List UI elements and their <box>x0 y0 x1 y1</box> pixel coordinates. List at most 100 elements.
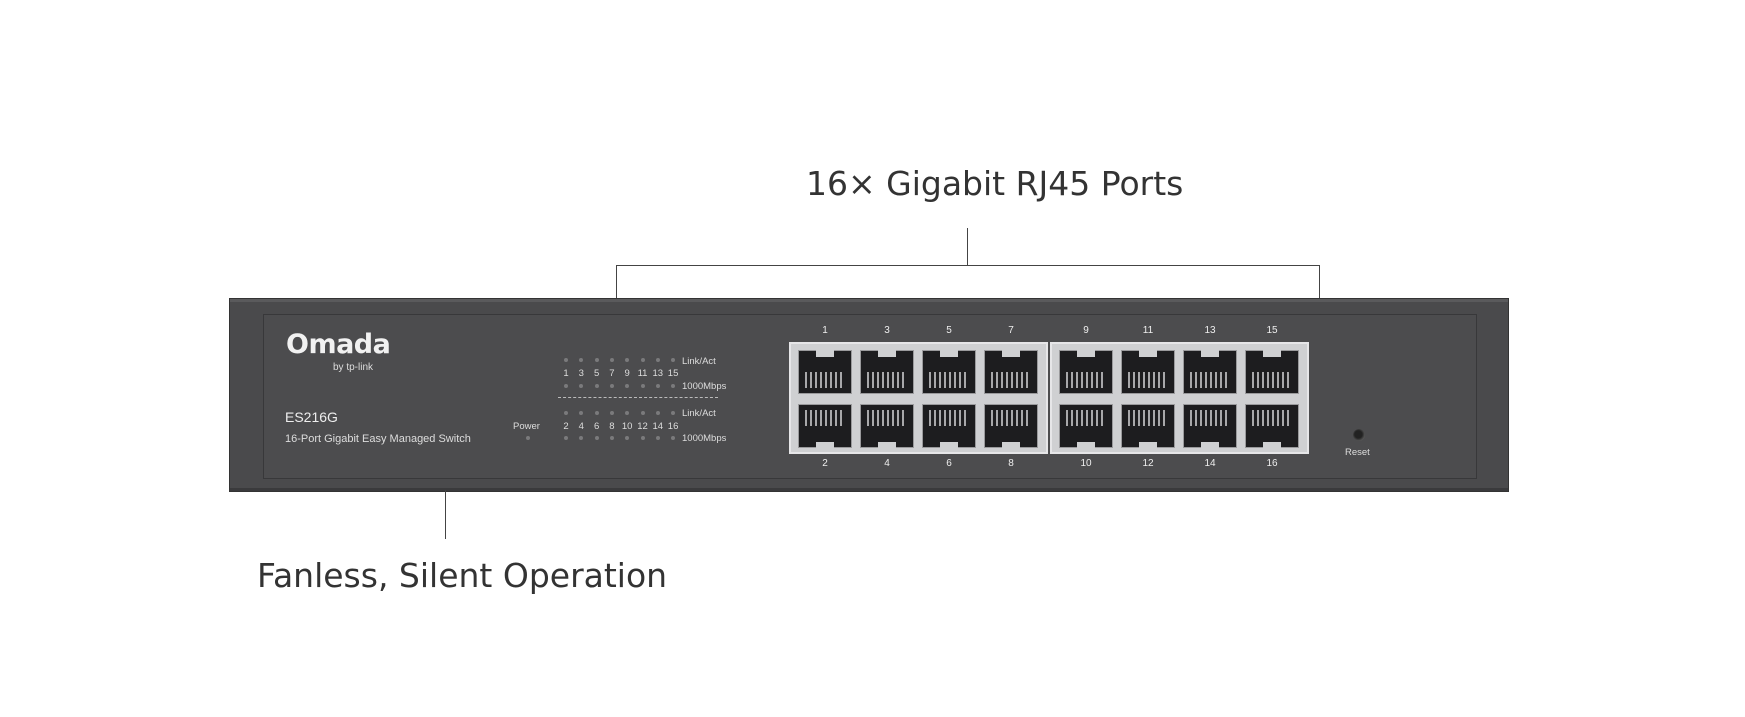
led-top-speed <box>579 384 584 388</box>
port-number-bottom: 2 <box>822 458 828 469</box>
led-number-bottom: 10 <box>621 421 633 432</box>
link-act-label-bottom: Link/Act <box>682 408 716 419</box>
power-led <box>526 436 530 440</box>
led-bottom-speed <box>594 436 599 440</box>
rj45-port-9[interactable] <box>1059 350 1113 394</box>
led-top-linkact <box>579 358 584 362</box>
port-number-bottom: 14 <box>1204 458 1216 469</box>
reset-button[interactable] <box>1353 429 1365 441</box>
led-number-top: 7 <box>609 368 615 379</box>
switch-chassis: Omada by tp-link ES216G 16-Port Gigabit … <box>229 298 1509 492</box>
led-bottom-linkact <box>625 411 630 415</box>
led-bottom-speed <box>655 436 660 440</box>
led-top-speed <box>655 384 660 388</box>
led-top-speed <box>594 384 599 388</box>
ports-callout-stem <box>967 228 968 265</box>
ports-bracket-left <box>616 265 617 313</box>
led-bottom-linkact <box>579 411 584 415</box>
led-bottom-linkact <box>594 411 599 415</box>
rj45-port-6[interactable] <box>922 404 976 448</box>
model-description: 16-Port Gigabit Easy Managed Switch <box>285 433 471 445</box>
led-number-bottom: 12 <box>637 421 648 432</box>
led-number-top: 13 <box>652 368 664 379</box>
port-number-bottom: 16 <box>1266 458 1278 469</box>
led-bottom-speed <box>564 436 568 440</box>
rj45-port-15[interactable] <box>1245 350 1299 394</box>
led-bottom-speed <box>579 436 584 440</box>
rj45-port-7[interactable] <box>984 350 1038 394</box>
logo-text: Omada <box>286 329 391 360</box>
led-bottom-linkact <box>609 411 614 415</box>
ports-callout: 16× Gigabit RJ45 Ports <box>806 164 1184 203</box>
led-top-linkact <box>671 358 676 362</box>
led-top-linkact <box>625 358 630 362</box>
led-top-speed <box>640 384 645 388</box>
led-top-speed <box>625 384 630 388</box>
fanless-callout: Fanless, Silent Operation <box>257 556 668 595</box>
rj45-port-16[interactable] <box>1245 404 1299 448</box>
led-bottom-linkact <box>564 411 568 415</box>
rj45-port-2[interactable] <box>798 404 852 448</box>
rj45-port-11[interactable] <box>1121 350 1175 394</box>
led-number-bottom: 8 <box>609 421 615 432</box>
rj45-port-1[interactable] <box>798 350 852 394</box>
led-top-linkact <box>594 358 599 362</box>
led-number-top: 11 <box>637 368 648 379</box>
port-number-top: 11 <box>1142 325 1154 336</box>
rj45-port-3[interactable] <box>860 350 914 394</box>
led-bottom-speed <box>609 436 614 440</box>
led-top-speed <box>564 384 568 388</box>
speed-label-top: 1000Mbps <box>682 381 727 392</box>
port-number-top: 1 <box>822 325 828 336</box>
front-panel: Omada by tp-link ES216G 16-Port Gigabit … <box>263 314 1477 479</box>
logo-subtext: by tp-link <box>333 362 374 373</box>
port-number-bottom: 12 <box>1142 458 1154 469</box>
port-number-top: 5 <box>946 325 952 336</box>
port-number-top: 9 <box>1083 325 1089 336</box>
port-number-bottom: 4 <box>884 458 890 469</box>
led-number-top: 15 <box>667 368 679 379</box>
port-number-top: 15 <box>1266 325 1278 336</box>
ports-bracket-right <box>1319 265 1320 313</box>
led-top-linkact <box>564 358 568 362</box>
led-bottom-speed <box>640 436 645 440</box>
rj45-port-10[interactable] <box>1059 404 1113 448</box>
model-name: ES216G <box>285 409 338 425</box>
rj45-port-13[interactable] <box>1183 350 1237 394</box>
led-number-top: 1 <box>563 368 569 379</box>
led-top-linkact <box>609 358 614 362</box>
led-bottom-speed <box>671 436 676 440</box>
led-top-linkact <box>655 358 660 362</box>
port-number-bottom: 8 <box>1008 458 1014 469</box>
led-number-top: 9 <box>624 368 630 379</box>
port-number-top: 7 <box>1008 325 1014 336</box>
port-number-top: 13 <box>1204 325 1216 336</box>
rj45-port-8[interactable] <box>984 404 1038 448</box>
omada-logo: Omada by tp-link <box>286 329 391 373</box>
led-number-bottom: 6 <box>593 421 600 432</box>
led-number-top: 5 <box>593 368 600 379</box>
fanless-callout-stem <box>445 490 446 539</box>
led-number-top: 3 <box>578 368 584 379</box>
led-number-bottom: 4 <box>578 421 584 432</box>
rj45-port-14[interactable] <box>1183 404 1237 448</box>
rj45-port-12[interactable] <box>1121 404 1175 448</box>
reset-label: Reset <box>1345 447 1370 458</box>
led-top-speed <box>671 384 676 388</box>
led-top-linkact <box>640 358 645 362</box>
rj45-port-4[interactable] <box>860 404 914 448</box>
power-label: Power <box>513 421 540 432</box>
led-bottom-linkact <box>640 411 645 415</box>
speed-label-bottom: 1000Mbps <box>682 433 727 444</box>
led-divider <box>558 397 718 398</box>
led-top-speed <box>609 384 614 388</box>
port-number-bottom: 10 <box>1080 458 1092 469</box>
port-number-bottom: 6 <box>946 458 952 469</box>
ports-callout-bracket <box>616 265 1319 266</box>
led-bottom-linkact <box>671 411 676 415</box>
link-act-label-top: Link/Act <box>682 356 716 367</box>
led-number-bottom: 16 <box>667 421 679 432</box>
port-number-top: 3 <box>884 325 890 336</box>
rj45-port-5[interactable] <box>922 350 976 394</box>
led-bottom-speed <box>625 436 630 440</box>
